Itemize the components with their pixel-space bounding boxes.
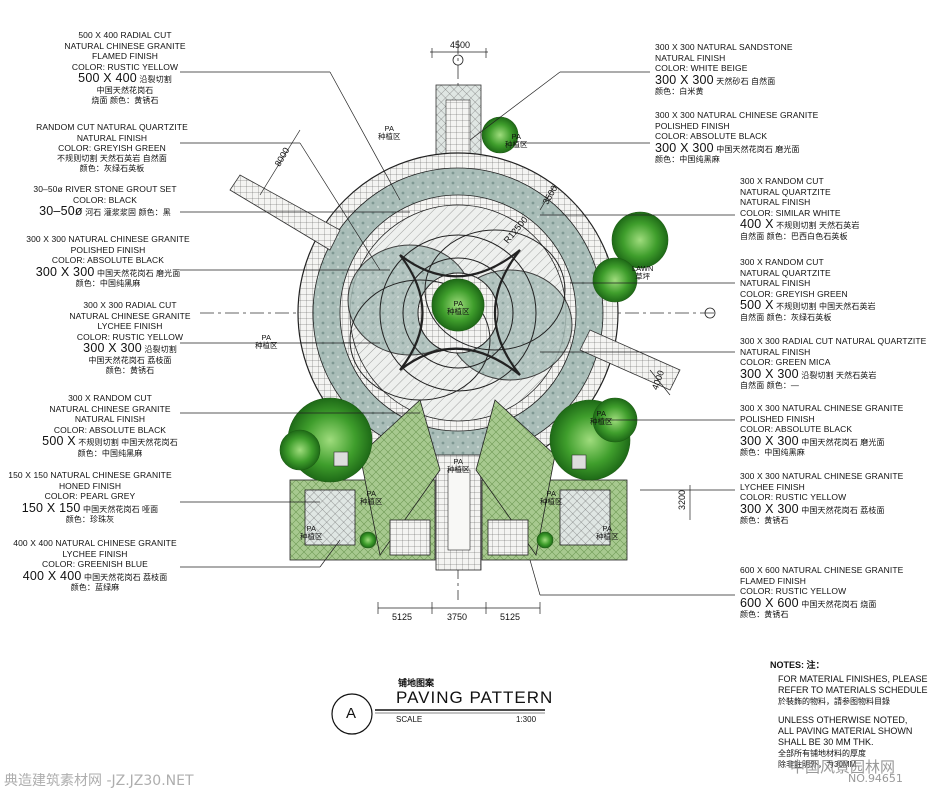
dim-bottom-right: 5125 (500, 612, 521, 622)
title-main: PAVING PATTERN (396, 688, 554, 707)
dim-bottom-mid: 3750 (447, 612, 468, 622)
south-plazas (289, 399, 628, 561)
watermark-left: 典造建筑素材网 -JZ.JZ30.NET (4, 773, 194, 789)
title-frame (331, 693, 545, 735)
notes-line: FOR MATERIAL FINISHES, PLEASE (778, 674, 928, 684)
notes-line: ALL PAVING MATERIAL SHOWN (778, 726, 913, 736)
star-pattern (399, 249, 521, 376)
notes-line: REFER TO MATERIALS SCHEDULE (778, 685, 928, 695)
notes-block: NOTES: 注： FOR MATERIAL FINISHES, PLEASE … (770, 660, 928, 770)
right-leaders (469, 71, 735, 596)
north-axis-marker (452, 54, 464, 66)
notes-line: 於裝飾的物料，請参图物料目錄 (778, 697, 890, 706)
dim-bottom-left: 5125 (392, 612, 413, 622)
notes-line: UNLESS OTHERWISE NOTED, (778, 715, 908, 725)
notes-line: SHALL BE 30 MM THK. (778, 737, 874, 747)
dimension-lines (259, 48, 691, 614)
watermark-right-id: NO.94651 (848, 772, 903, 785)
center-planting (431, 278, 485, 332)
east-axis-marker (704, 307, 716, 319)
dim-top: 4500 (450, 40, 471, 50)
title-marker: A (346, 705, 357, 722)
scale-value: 1:300 (516, 715, 537, 724)
dim-right-vert: 3200 (677, 489, 688, 511)
watermark-right: 中国风景园林网 (790, 758, 896, 776)
notes-line: 全部所有铺地材料的厚度 (778, 749, 866, 758)
left-leaders (180, 71, 420, 568)
title-block: A 铺地图案 PAVING PATTERN SCALE 1:300 (330, 672, 560, 742)
notes-line: 除非註明外，为30MM (778, 760, 857, 769)
scale-label: SCALE (396, 715, 423, 724)
title-cn: 铺地图案 (398, 679, 435, 689)
south-walk-core (447, 469, 471, 551)
notes-heading: NOTES: 注： (770, 660, 825, 670)
diagonal-arms (229, 174, 681, 391)
